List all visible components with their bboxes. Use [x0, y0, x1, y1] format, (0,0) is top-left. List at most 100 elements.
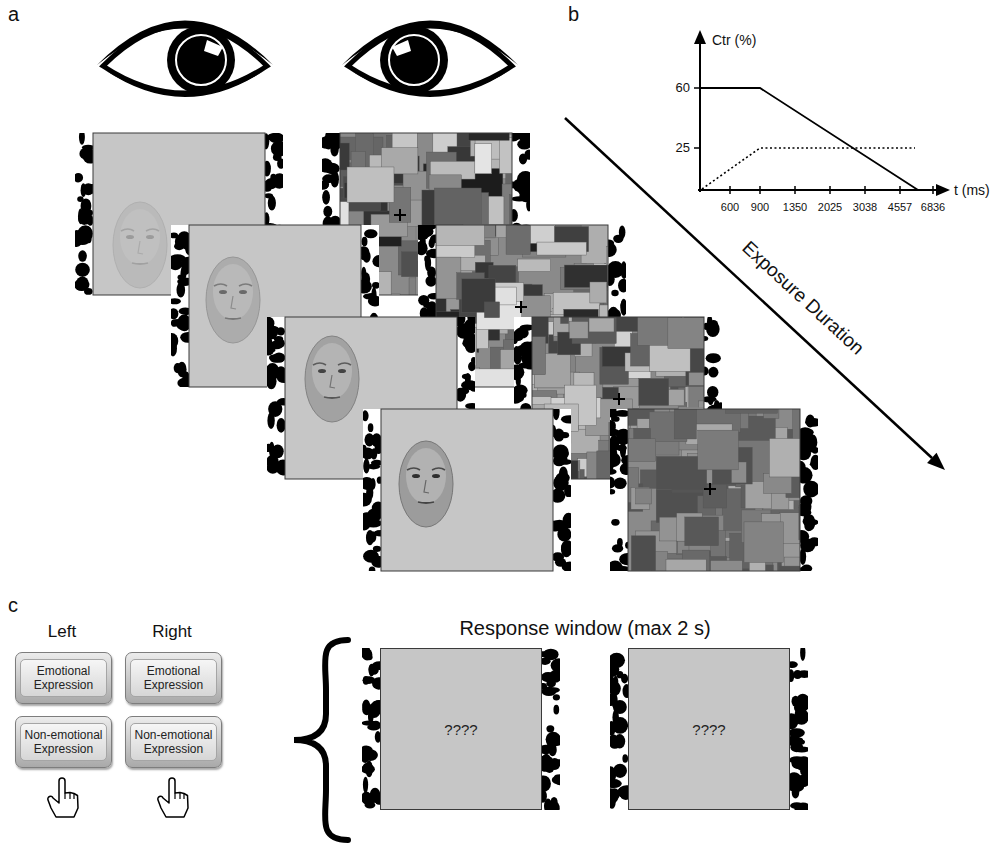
- noise-strip: [418, 225, 428, 231]
- contrast-chart: [936, 184, 950, 196]
- noise-strip: [363, 409, 381, 571]
- noise-strip: [545, 763, 554, 773]
- contrast-chart: [698, 189, 938, 191]
- noise-strip: [796, 775, 808, 788]
- noise-strip: [616, 435, 628, 445]
- noise-strip: [75, 133, 93, 295]
- mondrian-mask: [475, 144, 492, 174]
- noise-strip: [363, 409, 381, 571]
- noise-strip: [367, 508, 381, 520]
- finger-icon: [48, 778, 78, 817]
- noise-strip: [805, 519, 818, 526]
- noise-strip: [542, 683, 547, 690]
- noise-strip: [800, 539, 815, 553]
- mondrian-mask: [530, 225, 555, 243]
- face-image: [219, 290, 227, 294]
- noise-strip: [797, 694, 808, 706]
- mondrian-mask: [793, 409, 800, 443]
- noise-strip: [179, 307, 189, 315]
- noise-strip: [514, 350, 522, 365]
- contrast-chart: [694, 30, 706, 44]
- finger-icon: [158, 778, 188, 817]
- mondrian-mask: [711, 561, 743, 571]
- contrast-chart: [694, 87, 700, 89]
- noise-strip: [512, 209, 518, 222]
- noise-strip: [277, 418, 285, 433]
- noise-strip: [372, 661, 380, 670]
- noise-strip: [362, 648, 370, 657]
- noise-strip: [621, 261, 626, 277]
- noise-strip: [171, 233, 178, 239]
- finger-icon: [175, 793, 184, 800]
- noise-strip: [610, 788, 620, 800]
- mondrian-mask: [698, 430, 739, 470]
- noise-strip: [610, 409, 628, 571]
- mondrian-mask: [468, 133, 509, 140]
- node-text: Emotional Expression: [130, 659, 217, 698]
- response-button: Emotional Expression: [15, 652, 112, 704]
- response-button: Emotional Expression: [125, 652, 222, 704]
- noise-strip: [553, 705, 559, 715]
- noise-strip: [790, 661, 798, 668]
- fixation-cross: [394, 209, 406, 221]
- noise-strip: [369, 567, 376, 571]
- eye-left: [204, 40, 223, 56]
- noise-strip: [810, 455, 818, 470]
- mondrian-mask: [668, 318, 704, 349]
- noise-strip: [546, 725, 554, 732]
- noise-strip: [322, 136, 334, 148]
- noise-strip: [522, 348, 532, 365]
- mondrian-mask: [589, 318, 614, 332]
- noise-strip: [610, 489, 615, 494]
- noise-strip: [323, 206, 332, 218]
- noise-strip: [322, 190, 330, 205]
- noise-strip: [363, 445, 367, 453]
- face-image: [126, 235, 134, 239]
- noise-strip: [542, 775, 551, 791]
- mondrian-mask: [590, 282, 607, 303]
- noise-strip: [267, 326, 280, 335]
- eye-right: [342, 21, 518, 98]
- mondrian-mask: [597, 451, 611, 479]
- noise-strip: [462, 374, 471, 380]
- curly-bracket: [294, 640, 348, 840]
- mondrian-mask: [518, 259, 551, 271]
- face-image: [399, 441, 453, 527]
- noise-strip: [180, 332, 189, 343]
- face-image: [113, 202, 167, 288]
- face-image: [132, 263, 148, 264]
- face-image: [206, 257, 260, 343]
- noise-strip: [361, 285, 367, 292]
- noise-strip: [800, 427, 813, 441]
- contrast-chart: [694, 147, 700, 149]
- mondrian-mask: [484, 302, 499, 318]
- noise-strip: [171, 225, 189, 387]
- noise-strip: [277, 398, 285, 405]
- contrast-chart: [932, 186, 934, 194]
- node-text: Emotional Expression: [20, 659, 107, 698]
- noise-strip: [614, 478, 627, 489]
- eye-left: [97, 21, 273, 66]
- mondrian-mask: [569, 321, 588, 338]
- mondrian-mask: [532, 317, 704, 479]
- mondrian-mask: [726, 409, 778, 413]
- noise-strip: [795, 803, 808, 810]
- noise-strip: [610, 476, 615, 488]
- noise-strip: [267, 317, 285, 479]
- noise-strip: [361, 255, 370, 261]
- noise-strip: [377, 476, 381, 483]
- noise-strip: [369, 531, 376, 542]
- noise-strip: [610, 648, 628, 810]
- tick-label: 2025: [818, 201, 842, 214]
- noise-strip: [171, 308, 178, 319]
- noise-strip: [83, 218, 93, 224]
- mondrian-mask: [471, 369, 518, 387]
- noise-strip: [800, 444, 811, 458]
- tick-label: 1350: [783, 201, 807, 214]
- mondrian-mask: [532, 337, 546, 375]
- noise-strip: [424, 256, 430, 263]
- noise-strip: [621, 792, 628, 800]
- noise-strip: [423, 301, 430, 308]
- noise-strip: [372, 282, 379, 289]
- contrast-chart: [794, 186, 796, 194]
